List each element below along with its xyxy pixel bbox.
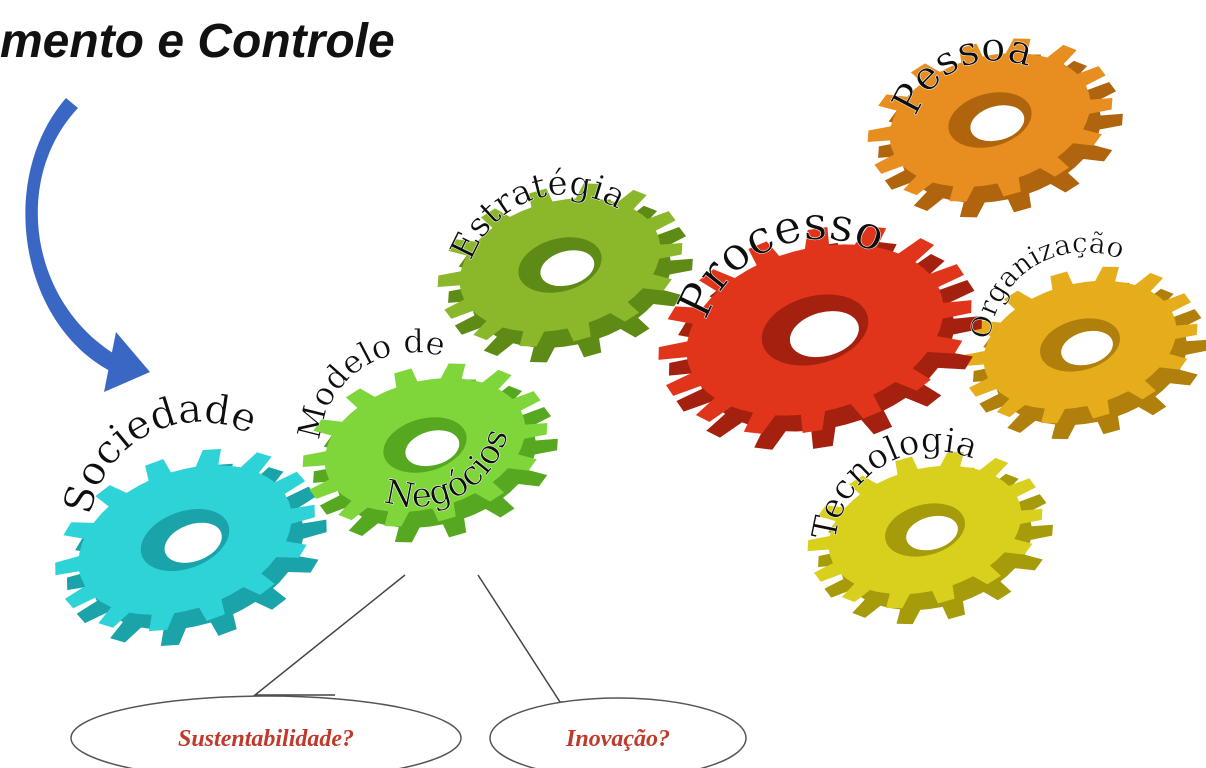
gear-hole [1061,330,1113,366]
gear-hole [164,522,222,563]
gear-hole [906,515,958,551]
diagram-title: mento e Controle [0,15,395,68]
svg-text:Sustentabilidade?: Sustentabilidade? [178,726,354,752]
callout-pointers [252,574,610,703]
gear-tecnologia [807,451,1053,625]
gear-hole [540,250,595,287]
callout-inovacao: Inovação? [489,697,747,768]
gear-organizacao [962,266,1206,440]
gear-hole [789,311,859,358]
gear-hole [405,430,460,467]
callout-sustentabilidade: Sustentabilidade? [70,695,462,768]
gear-pessoas [867,38,1123,218]
gear-hole [970,105,1025,142]
gear-processos [658,226,982,450]
curved-arrow [25,98,150,392]
gear-estrategia [437,183,693,363]
gear-sociedade [55,448,327,646]
gear-modelo-negocios [302,363,558,543]
svg-text:Inovação?: Inovação? [565,726,670,752]
